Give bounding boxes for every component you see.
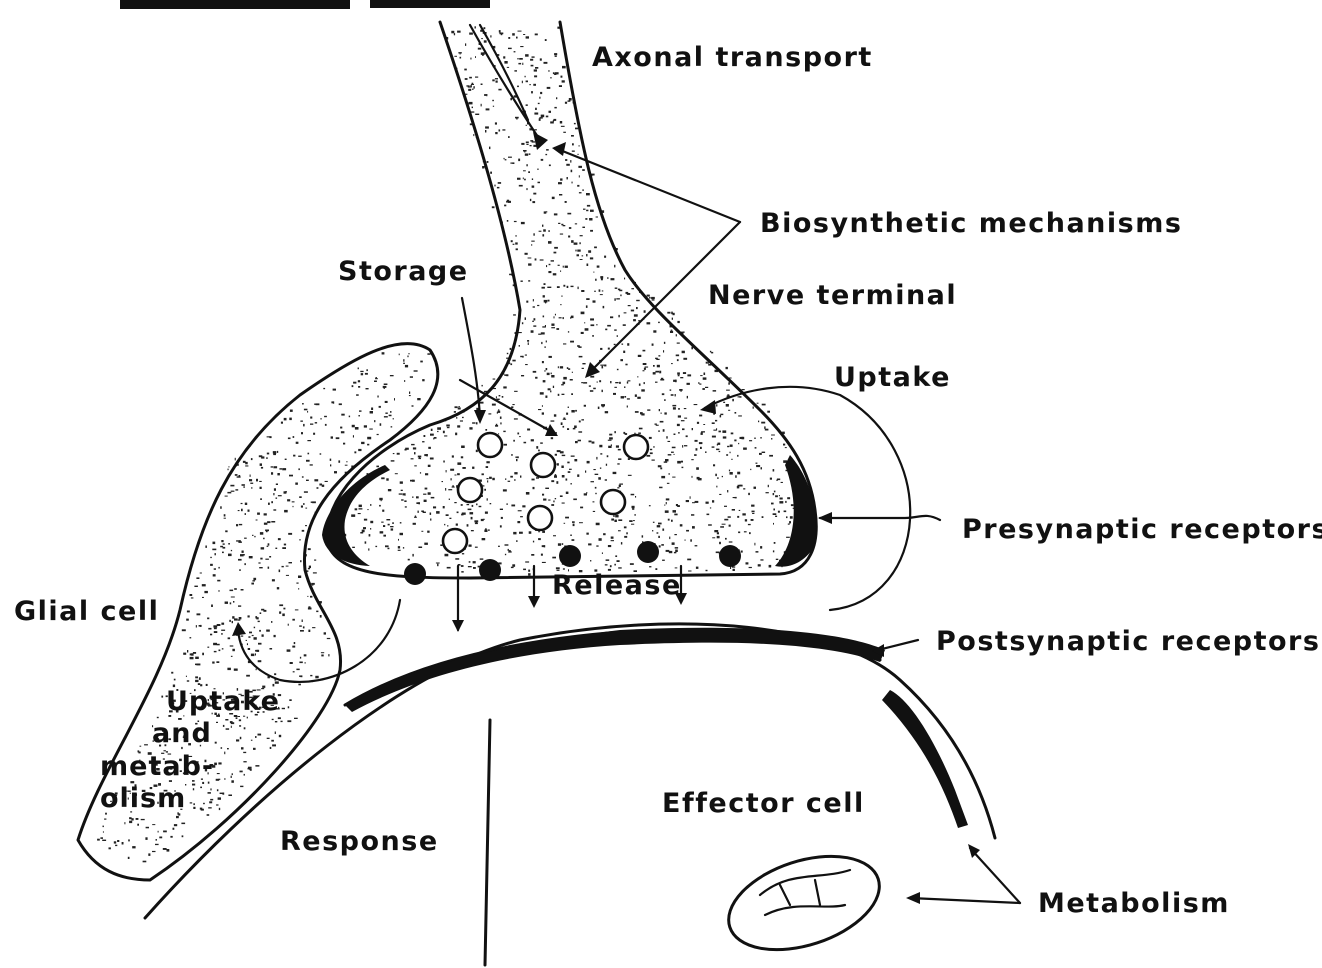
mitochondrion xyxy=(717,839,891,967)
label-glial-cell: Glial cell xyxy=(14,598,159,625)
synaptic-vesicles xyxy=(443,433,648,553)
label-response: Response xyxy=(280,828,439,855)
label-release: Release xyxy=(552,572,682,599)
axonal-transport-line-2 xyxy=(480,25,528,120)
label-uptake-metab-line3: metab- xyxy=(100,751,280,783)
label-uptake-metab-line2: and xyxy=(100,718,280,750)
label-nerve-terminal: Nerve terminal xyxy=(708,282,957,309)
presynaptic-thickening-right xyxy=(775,455,816,567)
label-postsynaptic-receptors: Postsynaptic receptors xyxy=(936,628,1320,655)
label-biosynthetic-mechanisms: Biosynthetic mechanisms xyxy=(760,210,1182,237)
label-presynaptic-receptors: Presynaptic receptors xyxy=(962,516,1322,543)
label-metabolism: Metabolism xyxy=(1038,890,1230,917)
presynaptic-thickening-left xyxy=(322,465,390,566)
postsynaptic-receptor-band xyxy=(345,628,885,712)
label-uptake-metab-line1: Uptake xyxy=(100,686,280,718)
postsynaptic-receptor-cluster xyxy=(882,690,968,828)
label-uptake-metab-line4: olism xyxy=(100,783,280,815)
response-line xyxy=(485,720,490,965)
axonal-transport-line xyxy=(470,25,540,140)
label-axonal-transport: Axonal transport xyxy=(592,44,873,71)
label-storage: Storage xyxy=(338,258,469,285)
axonal-transport-arrowhead xyxy=(533,132,548,150)
header-fragment xyxy=(120,0,490,9)
label-uptake: Uptake xyxy=(834,364,951,391)
label-uptake-and-metabolism: Uptake and metab- olism xyxy=(100,686,280,816)
label-effector-cell: Effector cell xyxy=(662,790,865,817)
